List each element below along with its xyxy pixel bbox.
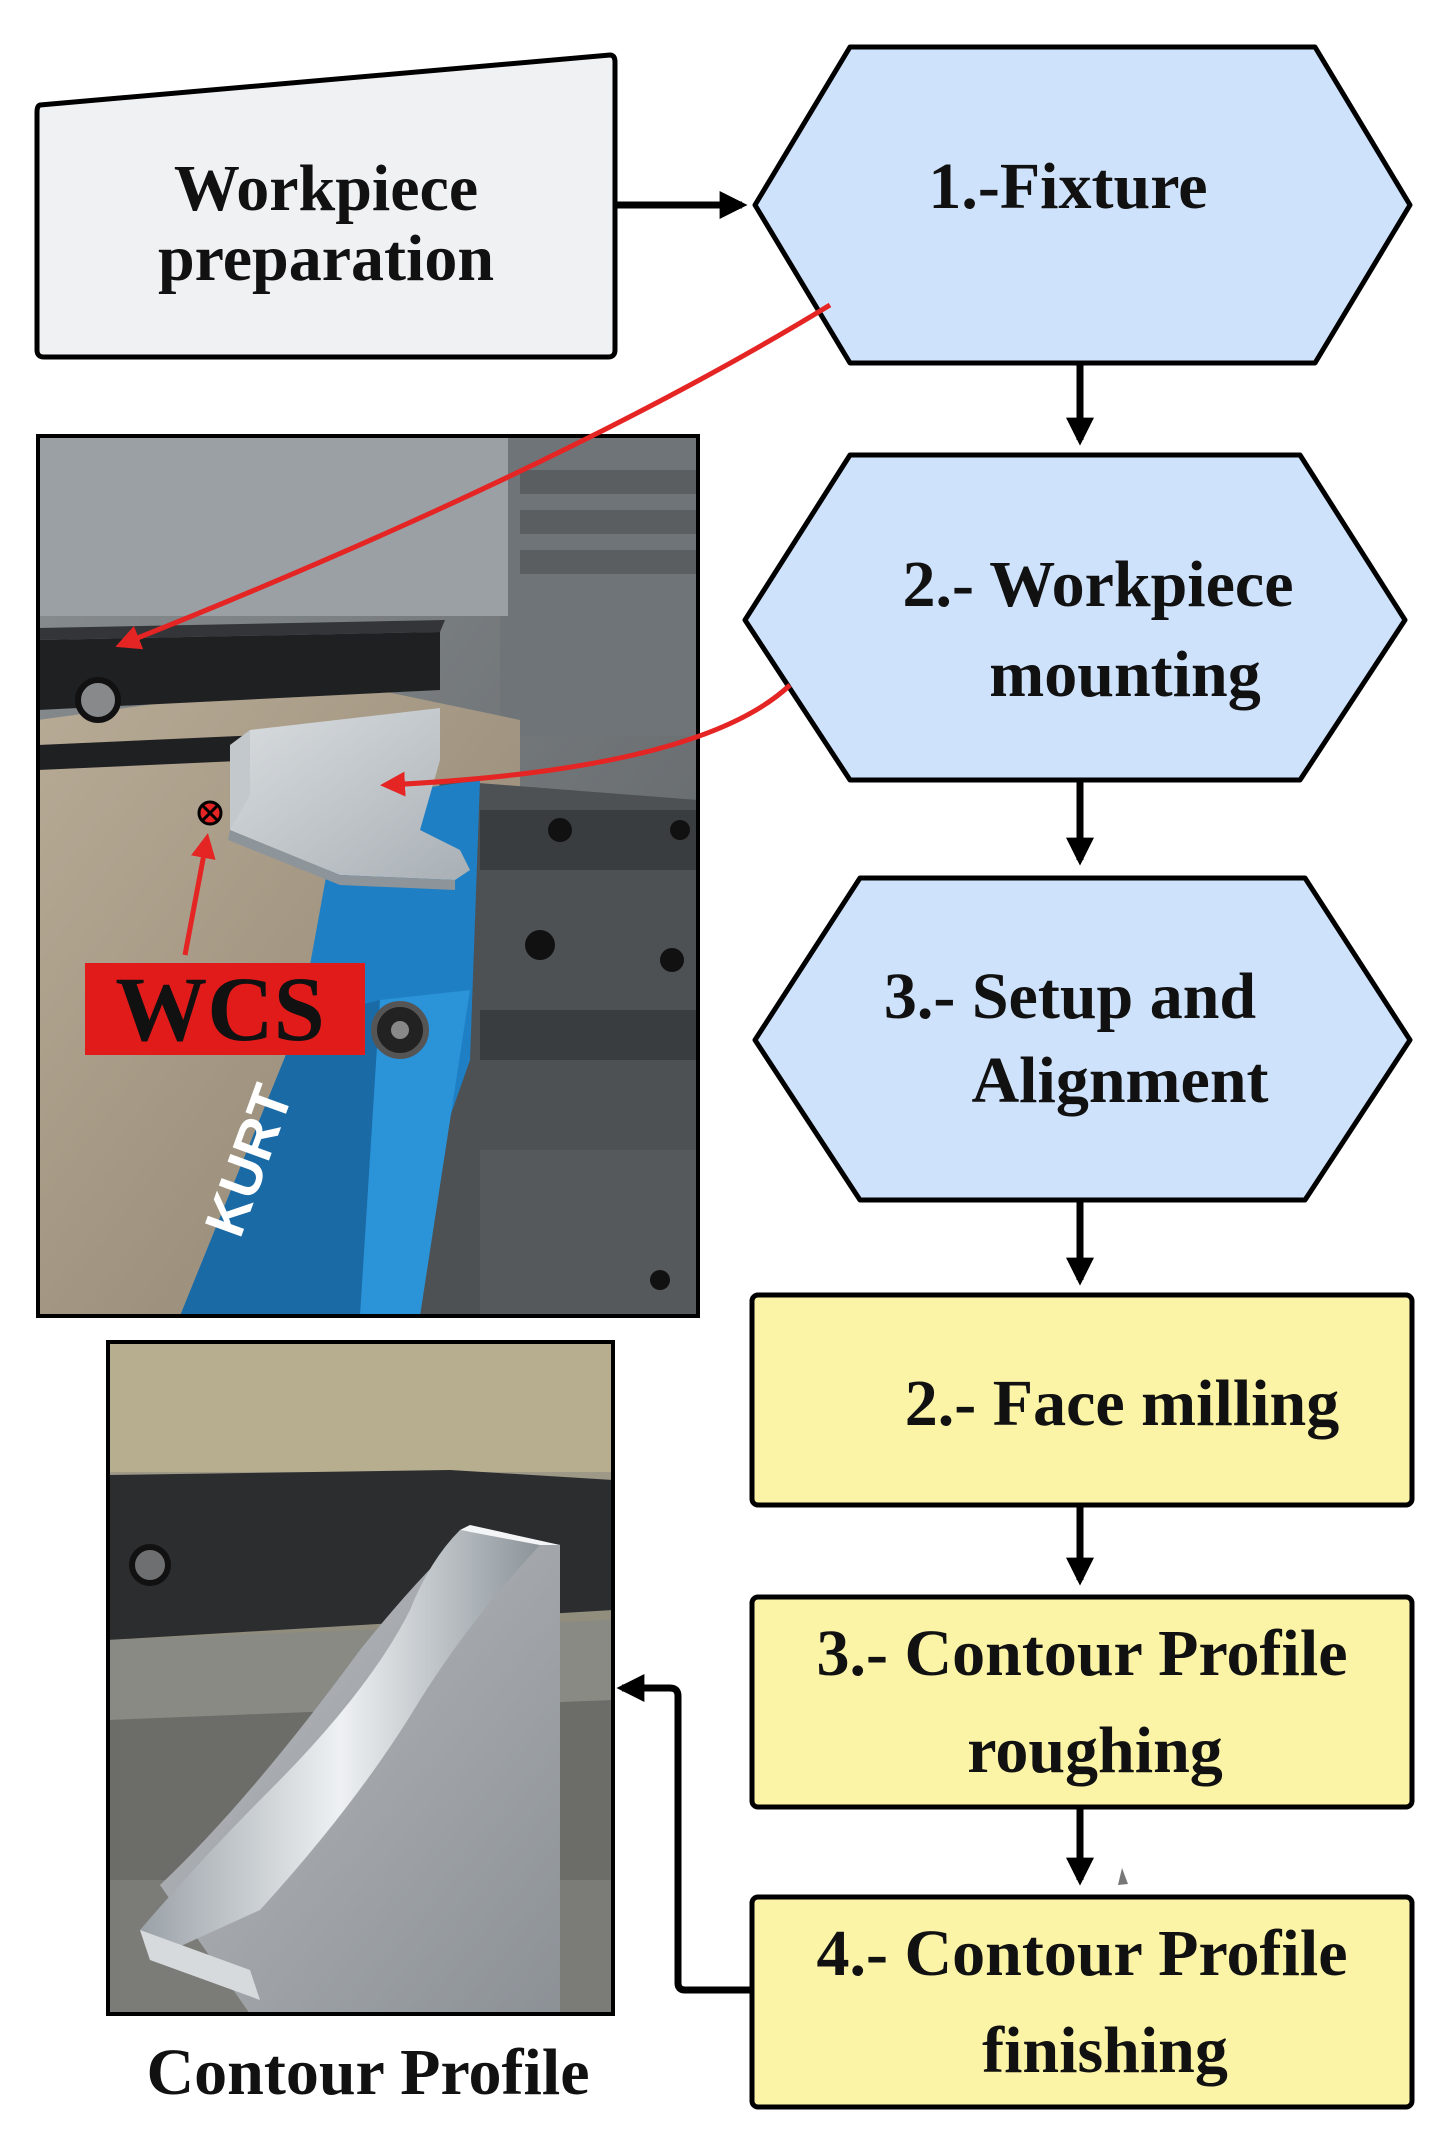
- mounting-step: 2.- Workpiece mounting: [742, 452, 1408, 783]
- setup-step: 3.- Setup and Alignment: [752, 875, 1413, 1203]
- contour-part-photo-frame: [106, 1340, 615, 2016]
- workpiece-preparation-label-2: preparation: [158, 222, 494, 295]
- wcs-pointer-arrow: [182, 833, 216, 956]
- finishing-label-2: finishing: [982, 2014, 1228, 2087]
- wcs-label-bg: [85, 963, 365, 1055]
- face-milling-step: 2.- Face milling: [749, 1292, 1415, 1508]
- contour-profile-caption: Contour Profile: [146, 2036, 590, 2109]
- mounting-pointer-arrow: [380, 683, 792, 797]
- finishing-box: [749, 1894, 1415, 2110]
- finishing-label-1: 4.- Contour Profile: [817, 1917, 1348, 1990]
- setup-photo-frame: [36, 434, 700, 1318]
- mounting-label-2: mounting: [989, 638, 1260, 711]
- setup-label-2: Alignment: [972, 1044, 1269, 1117]
- fixture-label: 1.-Fixture: [928, 150, 1207, 223]
- roughing-label-2: roughing: [967, 1714, 1223, 1787]
- setup-label-1: 3.- Setup and: [884, 960, 1256, 1033]
- setup-photo: KURT WCS: [36, 434, 700, 1318]
- finishing-step: 4.- Contour Profile finishing: [749, 1894, 1415, 2110]
- roughing-label-1: 3.- Contour Profile: [817, 1617, 1348, 1690]
- fixture-step: 1.-Fixture: [752, 44, 1413, 366]
- roughing-step: 3.- Contour Profile roughing: [749, 1594, 1415, 1810]
- arrow-finishing-to-photo: [616, 1674, 752, 1994]
- workpiece-preparation-shape: [34, 52, 618, 360]
- setup-hexagon: [752, 875, 1413, 1203]
- workpiece-preparation-label-1: Workpiece: [174, 152, 478, 225]
- contour-part-photo: [106, 1340, 615, 2016]
- wcs-label: WCS: [115, 958, 325, 1060]
- mounting-label-1: 2.- Workpiece: [902, 548, 1293, 621]
- fixture-pointer-arrow: [115, 302, 832, 650]
- cursor-mark-icon: [1118, 1868, 1128, 1885]
- mounting-hexagon: [742, 452, 1408, 783]
- face-milling-label: 2.- Face milling: [905, 1367, 1339, 1440]
- workpiece-preparation-box: Workpiece preparation: [34, 52, 618, 360]
- fixture-hexagon: [752, 44, 1413, 366]
